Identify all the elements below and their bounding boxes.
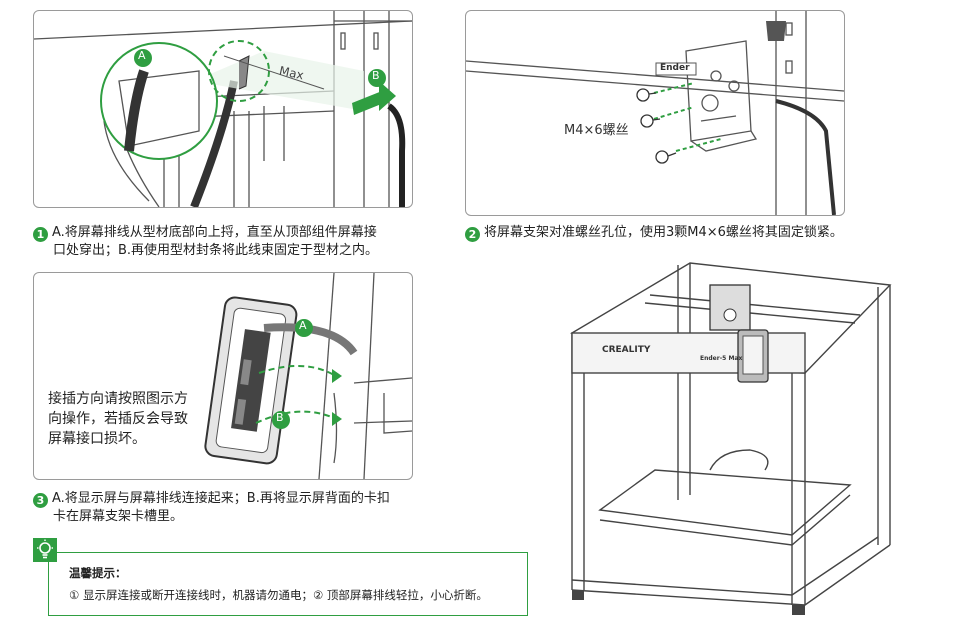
step2-part-label: Ender [660, 63, 690, 73]
tip-title: 温馨提示： [69, 566, 127, 580]
step1-drawing [34, 11, 412, 207]
step1-label-a: A [138, 49, 146, 62]
step1-label-b: B [372, 69, 380, 82]
printer-illustration: CREALITY Ender-5 Max [560, 255, 920, 625]
step1-number: 1 [33, 227, 48, 242]
step3-line2: 卡在屏幕支架卡槽里。 [53, 509, 184, 524]
printer-model: Ender-5 Max [700, 355, 743, 362]
step3-label-a: A [299, 319, 307, 332]
step1-line2: 口处穿出；B.再使用型材封条将此线束固定于型材之内。 [53, 243, 379, 258]
step3-line1: A.将显示屏与屏幕排线连接起来；B.再将显示屏背面的卡扣 [52, 491, 390, 506]
step3-caption: 3 A.将显示屏与屏幕排线连接起来；B.再将显示屏背面的卡扣 卡在屏幕支架卡槽里。 [33, 490, 433, 526]
step3-note: 接插方向请按照图示方向操作，若插反会导致屏幕接口损坏。 [48, 391, 188, 447]
step1-illustration: A B Max [33, 10, 413, 208]
tip-box: 温馨提示： ① 显示屏连接或断开连接线时，机器请勿通电；② 顶部屏幕排线轻拉，小… [48, 552, 528, 616]
step3-drawing [204, 273, 412, 479]
lightbulb-icon [33, 538, 57, 562]
step3-illustration: A B 接插方向请按照图示方向操作，若插反会导致屏幕接口损坏。 [33, 272, 413, 480]
printer-drawing [570, 262, 892, 615]
step1-line1: A.将屏幕排线从型材底部向上捋，直至从顶部组件屏幕接 [52, 225, 377, 240]
step2-number: 2 [465, 227, 480, 242]
step2-text: 将屏幕支架对准螺丝孔位，使用3颗M4×6螺丝将其固定锁紧。 [484, 225, 843, 240]
step3-label-b: B [276, 411, 284, 424]
tip-body: ① 显示屏连接或断开连接线时，机器请勿通电；② 顶部屏幕排线轻拉，小心折断。 [69, 588, 488, 602]
step3-number: 3 [33, 493, 48, 508]
printer-brand: CREALITY [602, 345, 651, 355]
step2-drawing [466, 11, 844, 215]
step1-caption: 1 A.将屏幕排线从型材底部向上捋，直至从顶部组件屏幕接 口处穿出；B.再使用型材… [33, 224, 413, 260]
step2-illustration: Ender M4×6螺丝 [465, 10, 845, 216]
step2-screw-label: M4×6螺丝 [564, 123, 629, 138]
step2-caption: 2 将屏幕支架对准螺丝孔位，使用3颗M4×6螺丝将其固定锁紧。 [465, 224, 905, 242]
